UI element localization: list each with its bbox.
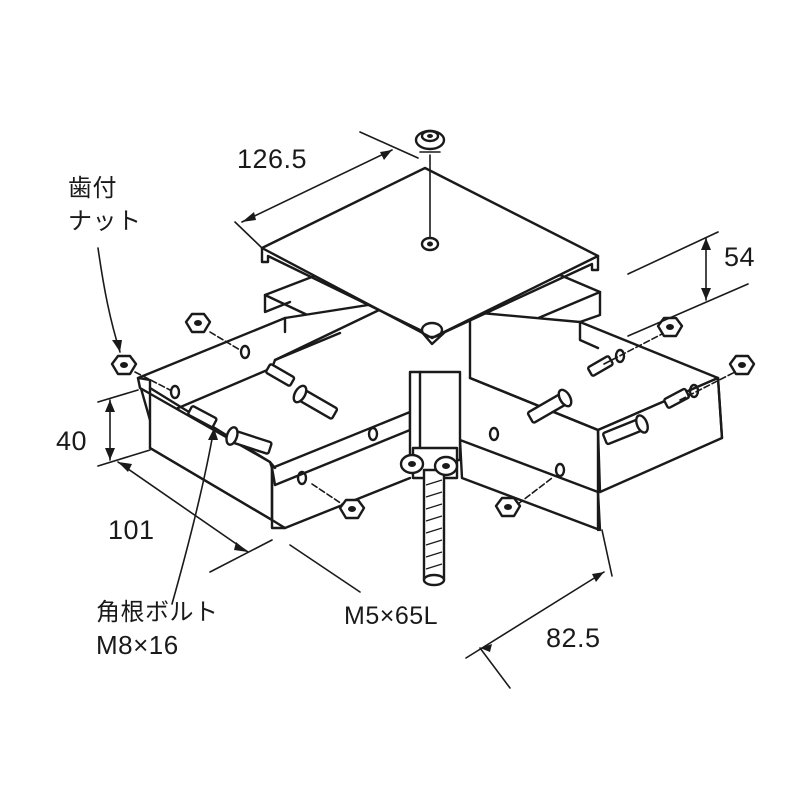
toothed-nut-label-line1: 歯付	[68, 174, 117, 202]
dim-label-101: 101	[108, 515, 155, 545]
toothed-nuts-outer	[110, 312, 756, 520]
dimension-82-5	[289, 529, 613, 689]
toothed-nut-label-line2: ナット	[68, 207, 142, 235]
tray-left-arm	[136, 298, 412, 530]
cap-nut-icon	[414, 129, 446, 153]
toothed-nut-icon	[399, 453, 459, 477]
carriage-bolt-label: 角根ボルト M8×16	[96, 596, 219, 662]
dim-label-82-5: 82.5	[546, 623, 601, 653]
dim-label-126-5: 126.5	[237, 144, 308, 174]
toothed-nut-label: 歯付 ナット	[68, 172, 142, 238]
leader-carriage-bolt	[171, 427, 218, 605]
dimension-40	[97, 389, 151, 467]
dimension-54	[627, 231, 749, 337]
dimension-101	[117, 461, 273, 573]
center-bolt-label: M5×65L	[344, 602, 439, 630]
carriage-bolt-icon	[187, 355, 691, 455]
carriage-bolt-label-line1: 角根ボルト	[96, 598, 219, 626]
dim-label-54: 54	[724, 242, 756, 272]
leader-toothed-nut	[97, 247, 122, 353]
long-bolt-icon	[422, 468, 446, 587]
bolt-axis-lines	[134, 331, 736, 505]
carriage-bolt-label-line2: M8×16	[96, 630, 179, 660]
dimension-126-5	[234, 131, 419, 249]
cover-plate	[260, 154, 600, 346]
dim-label-40: 40	[56, 426, 88, 456]
tray-right-arm	[458, 310, 724, 532]
